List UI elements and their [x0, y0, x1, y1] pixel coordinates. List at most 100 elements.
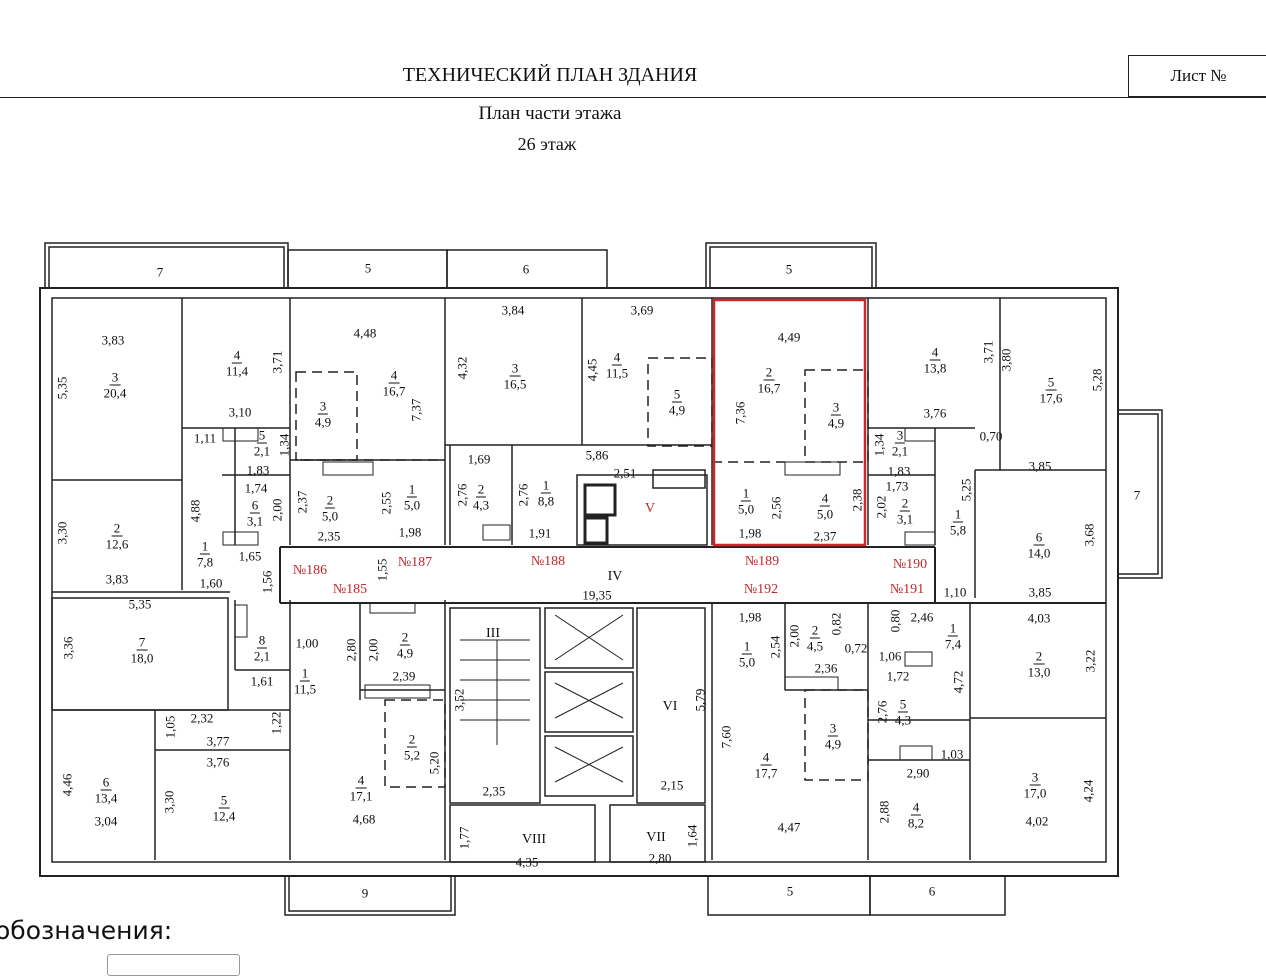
room-number: 4	[355, 772, 367, 789]
room-area: 12,6	[105, 536, 129, 552]
dimension-label: 7,37	[408, 398, 424, 422]
dimension-label: 5,86	[585, 447, 609, 463]
room-number: 4	[388, 367, 400, 384]
dimension-label: 4,03	[1027, 610, 1051, 626]
room-number: 2	[809, 622, 821, 639]
dimension-label: 3,36	[60, 636, 76, 660]
zone-label: VI	[662, 699, 678, 714]
room-number: 3	[317, 398, 329, 415]
dimension-label: 4,88	[187, 499, 203, 523]
dimension-label: 1,83	[887, 463, 911, 479]
dimension-label: 1,00	[295, 635, 319, 651]
dimension-label: 3,85	[1028, 584, 1052, 600]
dimension-label: 0,80	[887, 609, 903, 633]
zone-label: III	[486, 626, 500, 641]
dimension-label: 4,48	[353, 325, 377, 341]
dimension-label: 2,36	[814, 660, 838, 676]
dimension-label: 19,35	[582, 587, 612, 603]
dimension-label: 2,90	[906, 765, 930, 781]
room-area: 4,9	[827, 415, 845, 431]
dimension-label: 2,54	[767, 635, 783, 659]
room-area: 5,0	[816, 506, 834, 522]
room-area: 16,7	[382, 383, 406, 399]
dimension-label: 2,32	[190, 710, 214, 726]
zone-label: VII	[646, 830, 666, 845]
dimension-label: 7,60	[718, 725, 734, 749]
dimension-label: 1,55	[374, 558, 390, 582]
room-number: 1	[406, 481, 418, 498]
dimension-label: 1,11	[193, 430, 217, 446]
room-area: 13,4	[94, 790, 118, 806]
room-area: 4,9	[668, 402, 686, 418]
dimension-label: 1,22	[268, 711, 284, 735]
dimension-label: 2,76	[454, 483, 470, 507]
dimension-label: 1,03	[940, 746, 964, 762]
dimension-label: 1,34	[276, 433, 292, 457]
room-area: 16,5	[503, 376, 527, 392]
room-number: 7	[136, 634, 148, 651]
dimension-label: 2,55	[378, 491, 394, 515]
room-number: 5	[671, 386, 683, 403]
dimension-label: 3,52	[451, 688, 467, 712]
balcony-number: 5	[364, 260, 372, 276]
dimension-label: 3,84	[501, 302, 525, 318]
dimension-label: 1,65	[238, 548, 262, 564]
dimension-label: 4,45	[584, 358, 600, 382]
room-number: 2	[111, 520, 123, 537]
room-area: 4,9	[396, 645, 414, 661]
room-area: 20,4	[103, 385, 127, 401]
balcony-number: 5	[786, 883, 794, 899]
apartment-number: №191	[889, 582, 925, 597]
dimension-label: 5,79	[692, 688, 708, 712]
dimension-label: 3,22	[1082, 649, 1098, 673]
dimension-label: 2,35	[317, 528, 341, 544]
zone-label: IV	[607, 569, 623, 584]
room-area: 4,9	[824, 736, 842, 752]
dimension-label: 1,10	[943, 584, 967, 600]
dimension-label: 2,00	[786, 624, 802, 648]
dimension-label: 5,35	[54, 376, 70, 400]
dimension-label: 3,68	[1081, 523, 1097, 547]
balcony-number: 6	[522, 261, 530, 277]
dimension-label: 0,82	[828, 612, 844, 636]
room-area: 8,2	[907, 815, 925, 831]
dimension-label: 1,72	[886, 668, 910, 684]
balcony-number: 9	[361, 885, 369, 901]
room-number: 3	[1029, 769, 1041, 786]
dimension-label: 5,20	[426, 751, 442, 775]
sheet-label: Лист №	[1170, 66, 1227, 85]
zone-label: VIII	[521, 832, 547, 847]
dimension-label: 1,98	[738, 609, 762, 625]
dimension-label: 1,60	[199, 575, 223, 591]
room-number: 2	[406, 731, 418, 748]
dimension-label: 1,34	[871, 433, 887, 457]
dimension-label: 2,76	[874, 700, 890, 724]
room-number: 5	[256, 427, 268, 444]
room-number: 4	[760, 749, 772, 766]
dimension-label: 1,73	[885, 478, 909, 494]
room-number: 4	[929, 344, 941, 361]
dimension-label: 3,69	[630, 302, 654, 318]
dimension-label: 3,10	[228, 404, 252, 420]
dimension-label: 2,00	[365, 638, 381, 662]
room-number: 2	[324, 492, 336, 509]
room-number: 6	[1033, 529, 1045, 546]
balcony-number: 5	[785, 261, 793, 277]
room-area: 5,2	[403, 747, 421, 763]
room-area: 12,4	[212, 808, 236, 824]
room-area: 2,1	[253, 648, 271, 664]
dimension-label: 4,35	[515, 854, 539, 870]
dimension-label: 2,56	[768, 496, 784, 520]
room-area: 11,5	[293, 681, 317, 697]
dimension-label: 4,24	[1080, 779, 1096, 803]
